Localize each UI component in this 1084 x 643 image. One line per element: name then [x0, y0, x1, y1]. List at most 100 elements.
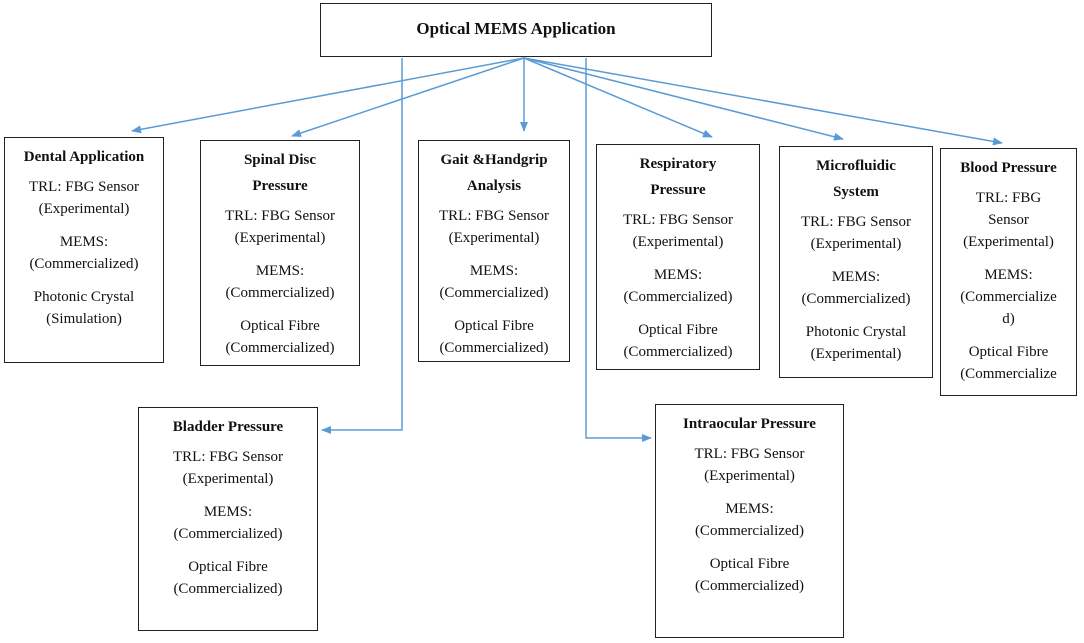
root-node-box: Optical MEMS Application	[320, 3, 712, 57]
node-item-line: (Commercialize	[960, 289, 1057, 305]
node-item-line: Optical Fibre	[240, 318, 320, 334]
node-item-line: Photonic Crystal	[33, 289, 135, 305]
node-item-line: (Commercialized)	[439, 285, 549, 301]
node-item-line: Optical Fibre	[638, 322, 718, 338]
node-item-line: MEMS:	[203, 504, 253, 520]
node-item: MEMS:(Commercialized)	[9, 231, 159, 275]
node-item-line: (Experimental)	[182, 471, 274, 487]
node-item-line: (Commercialized)	[623, 344, 733, 360]
node-item-line: TRL: FBG Sensor	[622, 212, 733, 228]
arrow-to-blood	[523, 57, 1003, 146]
node-title: Dental Application	[9, 144, 159, 170]
arrow-to-respiratory	[523, 57, 713, 138]
node-item: Optical Fibre (Commercialized)	[660, 553, 839, 597]
node-item-line: (Experimental)	[963, 234, 1054, 250]
node-item-line: MEMS:	[653, 267, 703, 283]
node-item-line: (Experimental)	[632, 234, 724, 250]
root-node-title: Optical MEMS Application	[416, 19, 616, 38]
node-title-line: Bladder Pressure	[172, 419, 284, 435]
node-title-line: Spinal Disc	[243, 152, 317, 168]
node-title-line: Gait &Handgrip	[440, 152, 548, 168]
node-item: Photonic Crystal (Simulation)	[9, 286, 159, 330]
node-item-line: (Commercialize	[960, 366, 1057, 382]
node-item-line: MEMS:	[469, 263, 519, 279]
node-item: MEMS: (Commercialized)	[601, 264, 755, 308]
node-item-line: (Experimental)	[810, 346, 902, 362]
arrow-to-intraocular	[585, 58, 652, 442]
node-item-line: Photonic Crystal	[805, 324, 907, 340]
node-item: TRL: FBG Sensor (Experimental)	[601, 209, 755, 253]
node-item-line: d)	[1002, 311, 1015, 327]
node-item-line: (Commercialized)	[801, 291, 911, 307]
node-item-line: (Commercialized)	[225, 340, 335, 356]
node-item-line: TRL: FBG Sensor	[224, 208, 335, 224]
node-item: Optical Fibre (Commercialized)	[143, 556, 313, 600]
node-item-line: (Commercialized)	[225, 285, 335, 301]
node-title-line: Respiratory	[639, 156, 717, 172]
node-item-line: TRL: FBG Sensor	[28, 179, 139, 195]
arrow-to-bladder	[321, 58, 403, 434]
node-title-line: Microfluidic	[816, 158, 896, 174]
node-title-line: Pressure	[650, 182, 706, 198]
node-item-line: (Commercialized)	[173, 581, 283, 597]
node-item-line: TRL: FBG Sensor	[438, 208, 549, 224]
node-item-line: (Commercialized)	[694, 578, 805, 594]
arrow-to-dental	[131, 57, 525, 134]
node-title-line: Analysis	[466, 178, 522, 194]
node-title-line: Intraocular Pressure	[683, 416, 816, 432]
node-item: MEMS:(Commercialized)	[660, 498, 839, 542]
node-title-line: Pressure	[252, 178, 308, 194]
node-item: TRL: FBG Sensor (Experimental)	[205, 205, 355, 249]
node-item: TRL: FBG Sensor (Experimental)	[143, 446, 313, 490]
node-title: Blood Pressure	[945, 155, 1072, 181]
node-item-line: (Commercialized)	[694, 523, 805, 539]
node-item-line: TRL: FBG Sensor	[694, 446, 805, 462]
node-title: Bladder Pressure	[143, 414, 313, 440]
node-item-line: MEMS:	[984, 267, 1033, 283]
node-item-line: (Experimental)	[704, 468, 795, 484]
node-item: Photonic Crystal (Experimental)	[784, 321, 928, 365]
node-item-line: Optical Fibre	[454, 318, 534, 334]
node-item-line: MEMS:	[255, 263, 305, 279]
node-item: TRL: FBG Sensor (Experimental)	[660, 443, 839, 487]
node-item: TRL: FBG Sensor (Experimental)	[9, 176, 159, 220]
node-title-line: System	[833, 184, 879, 200]
arrow-to-microfluidic	[523, 57, 844, 141]
node-item: Optical Fibre (Commercialized)	[205, 315, 355, 359]
node-item: Optical Fibre (Commercialized)	[601, 319, 755, 363]
node-item-line: Sensor	[988, 212, 1029, 228]
node-title-line: Dental Application	[23, 149, 145, 165]
node-item-line: TRL: FBG Sensor	[172, 449, 283, 465]
node-item: Optical Fibre (Commercialize	[945, 341, 1072, 385]
node-item-line: Optical Fibre	[968, 344, 1049, 360]
node-item: MEMS: (Commercialized)	[784, 266, 928, 310]
node-item-line: (Commercialized)	[623, 289, 733, 305]
node-item-line: (Experimental)	[234, 230, 326, 246]
node-item: MEMS: (Commercialize d)	[945, 264, 1072, 330]
node-item-line: (Simulation)	[46, 311, 122, 327]
node-item-line: Optical Fibre	[709, 556, 790, 572]
node-item-line: (Experimental)	[810, 236, 902, 252]
node-item-line: (Commercialized)	[439, 340, 549, 356]
node-item: MEMS: (Commercialized)	[205, 260, 355, 304]
node-item: MEMS: (Commercialized)	[423, 260, 565, 304]
node-item: TRL: FBG Sensor(Experimental)	[784, 211, 928, 255]
arrow-to-spinal	[291, 57, 525, 137]
node-item-line: (Experimental)	[38, 201, 130, 217]
node-item-line: MEMS:	[831, 269, 881, 285]
node-item-line: Optical Fibre	[188, 559, 268, 575]
node-item: MEMS: (Commercialized)	[143, 501, 313, 545]
node-item-line: (Commercialized)	[173, 526, 283, 542]
